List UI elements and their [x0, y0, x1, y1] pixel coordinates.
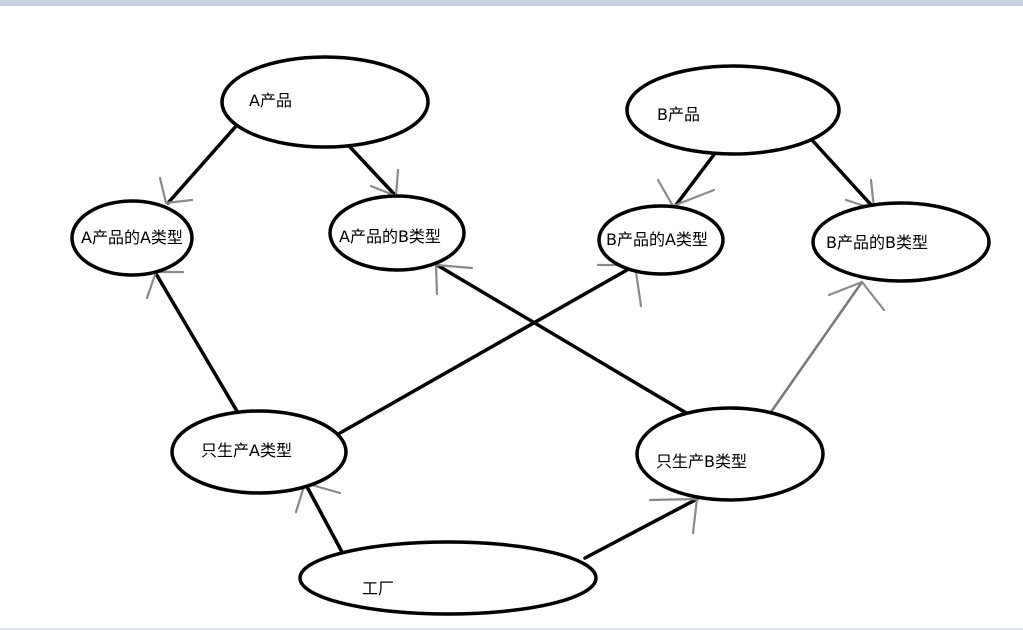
- edge-only-b-to-a-type-b: [435, 263, 690, 416]
- edge-only-a-to-a-type-a: [153, 270, 243, 420]
- label-factory: 工厂: [362, 579, 394, 598]
- edge-b-product-to-b-type-a: [674, 150, 718, 207]
- arrowhead-only-b-bottom: [648, 497, 699, 535]
- label-a-product-type-b: A产品的B类型: [339, 227, 441, 246]
- label-b-product-type-a: B产品的A类型: [606, 230, 708, 249]
- node-a-product-type-a: [70, 199, 194, 277]
- node-a-product-type-b: [328, 194, 466, 272]
- node-only-type-b: [635, 406, 825, 502]
- arrowhead-a-type-a-top: [158, 176, 194, 205]
- edge-factory-to-only-b: [583, 497, 699, 560]
- label-a-product-type-a: A产品的A类型: [81, 228, 183, 247]
- arrowhead-b-type-b-bottom: [827, 280, 886, 312]
- edge-a-product-to-a-type-a: [166, 123, 239, 205]
- node-only-type-a: [170, 409, 348, 495]
- node-a-product: [220, 55, 430, 149]
- label-b-product-type-b: B产品的B类型: [826, 233, 928, 252]
- arrowhead-a-type-a-bottom: [145, 270, 185, 300]
- edge-a-product-to-a-type-b: [348, 145, 397, 197]
- edge-only-b-to-b-type-b: [769, 280, 864, 414]
- label-only-type-a: 只生产A类型: [201, 441, 292, 460]
- window-top-strip: [0, 0, 1023, 6]
- window-bottom-strip: [0, 628, 1023, 630]
- node-b-product-type-b: [811, 201, 991, 283]
- label-a-product: A产品: [249, 91, 292, 110]
- edge-b-product-to-b-type-b: [810, 138, 875, 209]
- node-factory: [298, 540, 598, 616]
- node-b-product-type-a: [597, 204, 725, 276]
- edge-only-a-to-b-type-a: [338, 264, 636, 435]
- label-only-type-b: 只生产B类型: [656, 452, 747, 471]
- node-b-product: [625, 64, 841, 156]
- label-b-product: B产品: [657, 105, 700, 124]
- edge-factory-to-only-a: [303, 481, 344, 554]
